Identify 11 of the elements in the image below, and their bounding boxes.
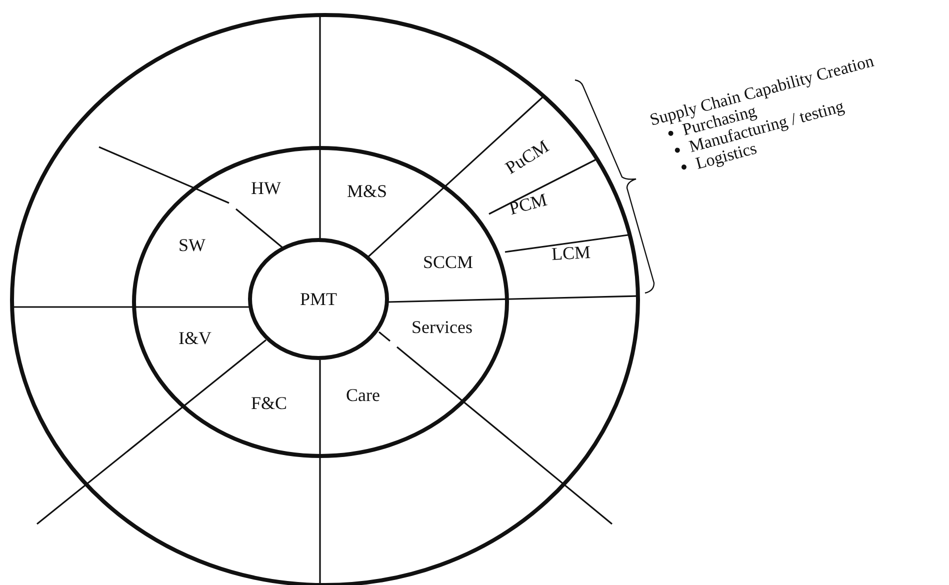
segment-label: Care	[346, 386, 380, 404]
segment-label: PCM	[507, 190, 549, 218]
segment-label: F&C	[250, 394, 288, 412]
segment-label: Services	[412, 318, 472, 336]
segment-label: SW	[178, 236, 206, 254]
segment-label: PMT	[300, 290, 337, 308]
segment-label: LCM	[551, 243, 591, 263]
segment-label: HW	[251, 179, 281, 197]
segment-label: M&S	[346, 182, 388, 200]
segment-label: SCCM	[422, 253, 474, 271]
segment-label: I&V	[178, 329, 212, 347]
